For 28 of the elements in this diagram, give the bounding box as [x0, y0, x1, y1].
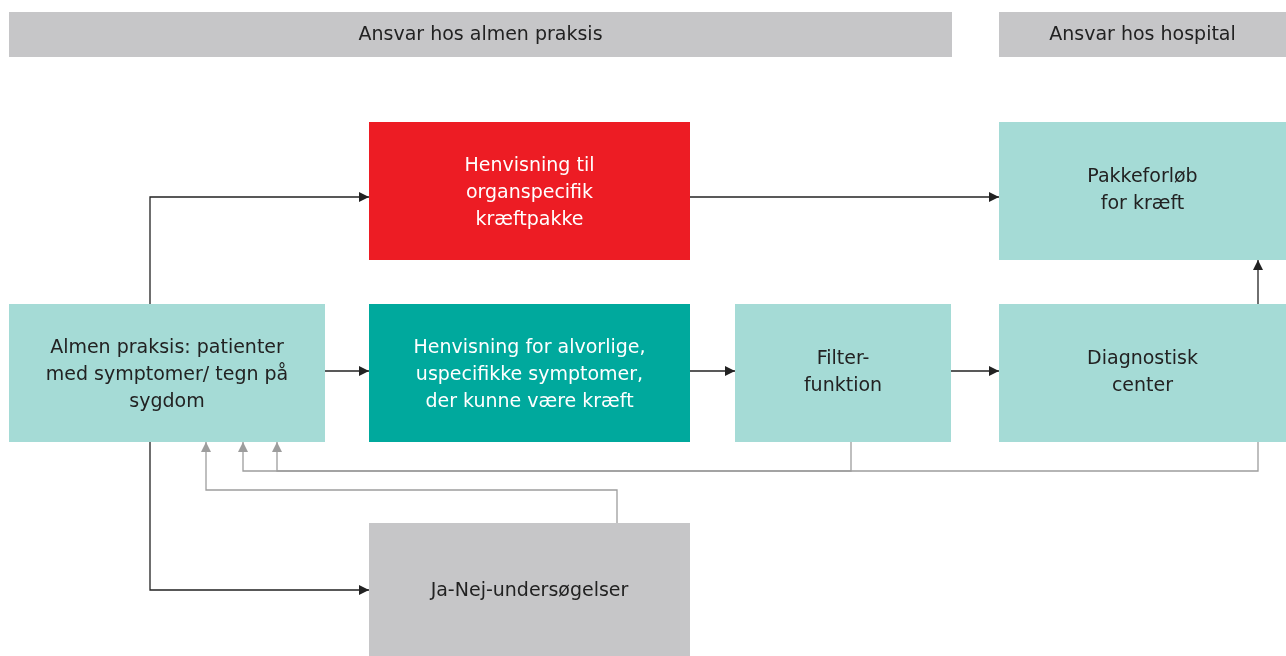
arrow	[238, 441, 1259, 472]
box-label: Filter-funktion	[802, 345, 884, 397]
arrow	[689, 192, 1000, 202]
arrow	[1253, 259, 1263, 305]
band-title: Ansvar hos almen praksis	[358, 21, 603, 46]
arrow	[272, 441, 852, 472]
header-band	[9, 12, 952, 57]
process-box	[369, 122, 690, 260]
arrow	[324, 366, 370, 376]
box-label: Henvisning for alvorlige, uspecifikke symptomer, der kunne være kræft	[412, 333, 647, 413]
arrow	[149, 441, 370, 595]
box-label: Ja-Nej-undersøgelser	[430, 577, 629, 602]
band-title: Ansvar hos hospital	[1049, 21, 1236, 46]
header-band	[999, 12, 1286, 57]
process-box	[369, 304, 690, 442]
arrow	[689, 366, 736, 376]
arrow	[149, 192, 370, 305]
box-label: Diagnostisk center	[1086, 345, 1199, 397]
arrow	[950, 366, 1000, 376]
process-box	[999, 304, 1286, 442]
process-box	[999, 122, 1286, 260]
process-box	[9, 304, 325, 442]
box-label: Henvisning til organspecifik kræftpakke	[463, 151, 596, 231]
process-box	[369, 523, 690, 656]
box-label: Pakkeforløb for kræft	[1086, 163, 1199, 215]
arrow	[201, 441, 618, 524]
box-label: Almen praksis: patienter med symptomer/ tegn på sygdom	[44, 333, 290, 413]
process-box	[735, 304, 951, 442]
